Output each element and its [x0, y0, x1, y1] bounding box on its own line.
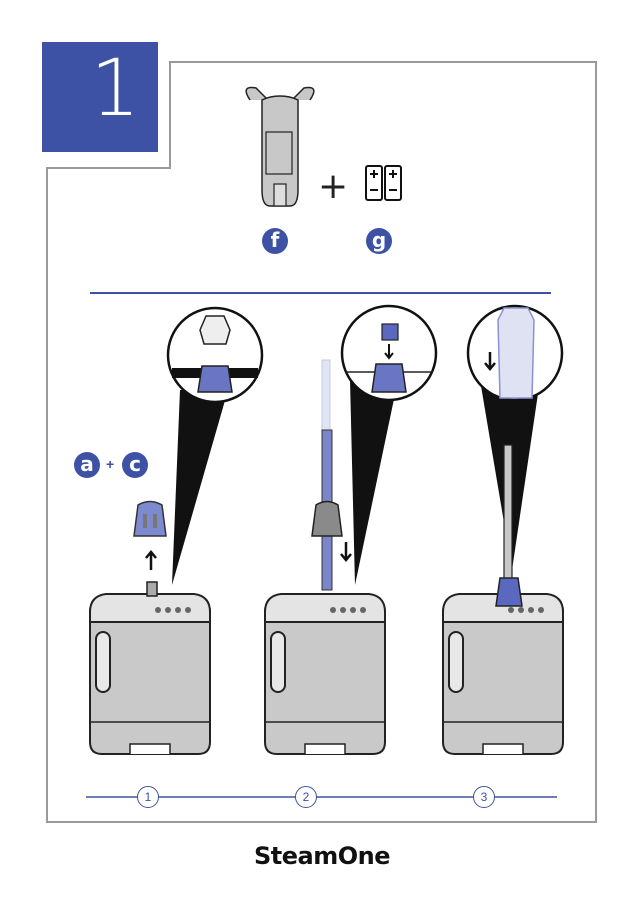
- part-label-a: a: [74, 452, 100, 478]
- substep-3: 3: [473, 786, 495, 808]
- detail-circle-3: [466, 304, 564, 402]
- batteries-icon: [365, 165, 402, 201]
- plus-sign: +: [318, 166, 349, 207]
- brand-logo: SteamOne: [253, 842, 391, 870]
- base-tool-icon: [245, 86, 315, 207]
- steamer-base-1: [89, 593, 211, 755]
- frame: [46, 61, 597, 823]
- step-number-box: 1: [42, 42, 158, 152]
- detail-circle-2: [340, 304, 438, 402]
- wand-3: [495, 444, 523, 607]
- substep-2: 2: [295, 786, 317, 808]
- arrow-up-icon: [145, 550, 157, 570]
- steamer-head-part: [133, 500, 167, 537]
- steamer-base-3: [442, 593, 564, 755]
- wand-2: [311, 359, 352, 591]
- zoom-pointer-2: [350, 380, 398, 585]
- steamer-base-2: [264, 593, 386, 755]
- part-label-c: c: [122, 452, 148, 478]
- part-label-g: g: [366, 228, 392, 254]
- part-label-f: f: [262, 228, 288, 254]
- zoom-pointer-1: [172, 390, 228, 585]
- substep-1: 1: [137, 786, 159, 808]
- step-number: 1: [90, 44, 140, 134]
- detail-circle-1: [166, 306, 264, 404]
- combo-plus: +: [106, 456, 115, 472]
